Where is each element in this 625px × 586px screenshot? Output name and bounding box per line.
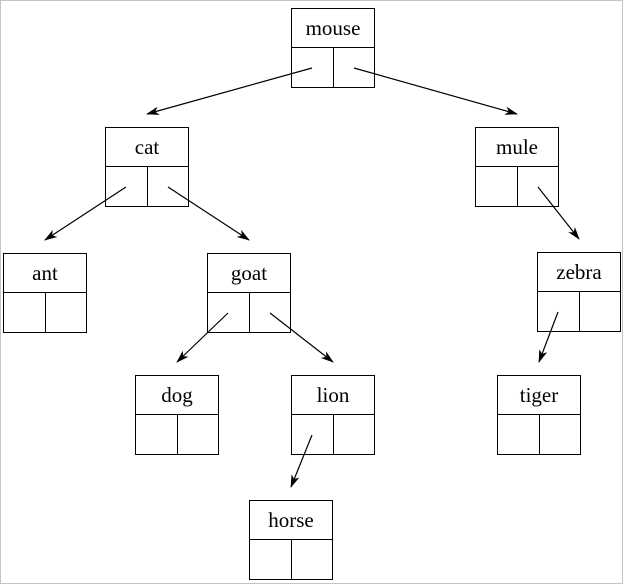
node-pointer-cells (291, 415, 375, 455)
left-pointer-cell (208, 293, 250, 332)
left-pointer-cell (476, 167, 518, 206)
left-pointer-cell (498, 415, 540, 454)
right-pointer-cell (148, 167, 189, 206)
tree-node-horse: horse (249, 500, 333, 580)
left-pointer-cell (538, 292, 580, 331)
tree-node-ant: ant (3, 253, 87, 333)
tree-node-lion: lion (291, 375, 375, 455)
right-pointer-cell (178, 415, 219, 454)
node-label-goat: goat (207, 253, 291, 293)
tree-node-cat: cat (105, 127, 189, 207)
left-pointer-cell (292, 415, 334, 454)
node-pointer-cells (291, 48, 375, 88)
left-pointer-cell (292, 48, 334, 87)
tree-node-zebra: zebra (537, 252, 621, 332)
tree-node-goat: goat (207, 253, 291, 333)
node-label-lion: lion (291, 375, 375, 415)
tree-node-mule: mule (475, 127, 559, 207)
right-pointer-cell (334, 415, 375, 454)
left-pointer-cell (250, 540, 292, 579)
left-pointer-cell (106, 167, 148, 206)
node-label-ant: ant (3, 253, 87, 293)
node-pointer-cells (207, 293, 291, 333)
node-pointer-cells (475, 167, 559, 207)
node-pointer-cells (497, 415, 581, 455)
node-label-zebra: zebra (537, 252, 621, 292)
right-pointer-cell (250, 293, 291, 332)
node-pointer-cells (3, 293, 87, 333)
node-pointer-cells (135, 415, 219, 455)
node-pointer-cells (537, 292, 621, 332)
node-label-dog: dog (135, 375, 219, 415)
left-pointer-cell (4, 293, 46, 332)
right-pointer-cell (518, 167, 559, 206)
right-pointer-cell (334, 48, 375, 87)
tree-node-mouse: mouse (291, 8, 375, 88)
right-pointer-cell (46, 293, 87, 332)
node-label-cat: cat (105, 127, 189, 167)
node-label-mule: mule (475, 127, 559, 167)
right-pointer-cell (540, 415, 581, 454)
left-pointer-cell (136, 415, 178, 454)
edge-mouse-left-cat (146, 67, 313, 115)
right-pointer-cell (580, 292, 621, 331)
node-pointer-cells (105, 167, 189, 207)
right-pointer-cell (292, 540, 333, 579)
tree-node-tiger: tiger (497, 375, 581, 455)
node-label-horse: horse (249, 500, 333, 540)
node-label-tiger: tiger (497, 375, 581, 415)
node-label-mouse: mouse (291, 8, 375, 48)
edge-mouse-right-mule (353, 67, 518, 115)
node-pointer-cells (249, 540, 333, 580)
tree-node-dog: dog (135, 375, 219, 455)
